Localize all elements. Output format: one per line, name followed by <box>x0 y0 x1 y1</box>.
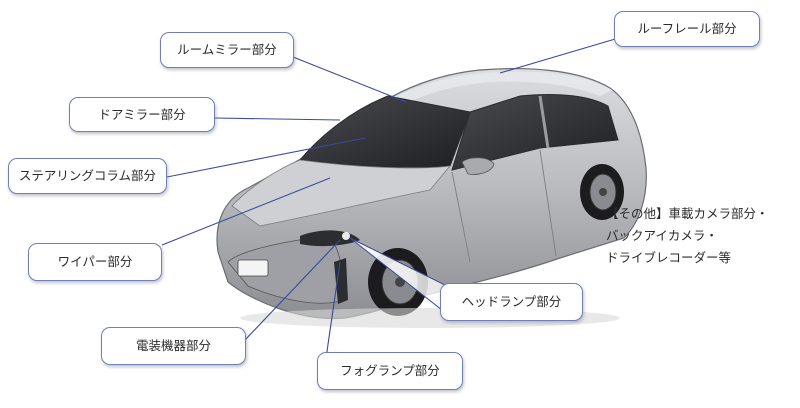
label-electrical: 電装機器部分 <box>101 327 246 365</box>
label-other: 【その他】車載カメラ部分・ バックアイカメラ・ ドライブレコーダー等 <box>606 203 796 275</box>
leader-room-mirror <box>293 57 406 102</box>
label-steering-column: ステアリングコラム部分 <box>8 158 167 194</box>
label-wiper: ワイパー部分 <box>28 243 162 281</box>
label-other-line1: 【その他】車載カメラ部分・ <box>606 203 796 225</box>
label-room-mirror: ルームミラー部分 <box>160 32 294 68</box>
label-roof-rail: ルーフレール部分 <box>614 11 760 47</box>
windshield <box>300 96 470 167</box>
leader-roof-rail <box>500 37 622 73</box>
label-fog-lamp: フォグランプ部分 <box>317 352 463 390</box>
license-plate <box>238 260 268 276</box>
label-other-line3: ドライブレコーダー等 <box>606 247 796 269</box>
label-other-line2: バックアイカメラ・ <box>606 225 796 247</box>
label-door-mirror: ドアミラー部分 <box>69 97 215 132</box>
label-headlamp: ヘッドランプ部分 <box>440 283 583 321</box>
leader-door-mirror <box>215 118 340 120</box>
